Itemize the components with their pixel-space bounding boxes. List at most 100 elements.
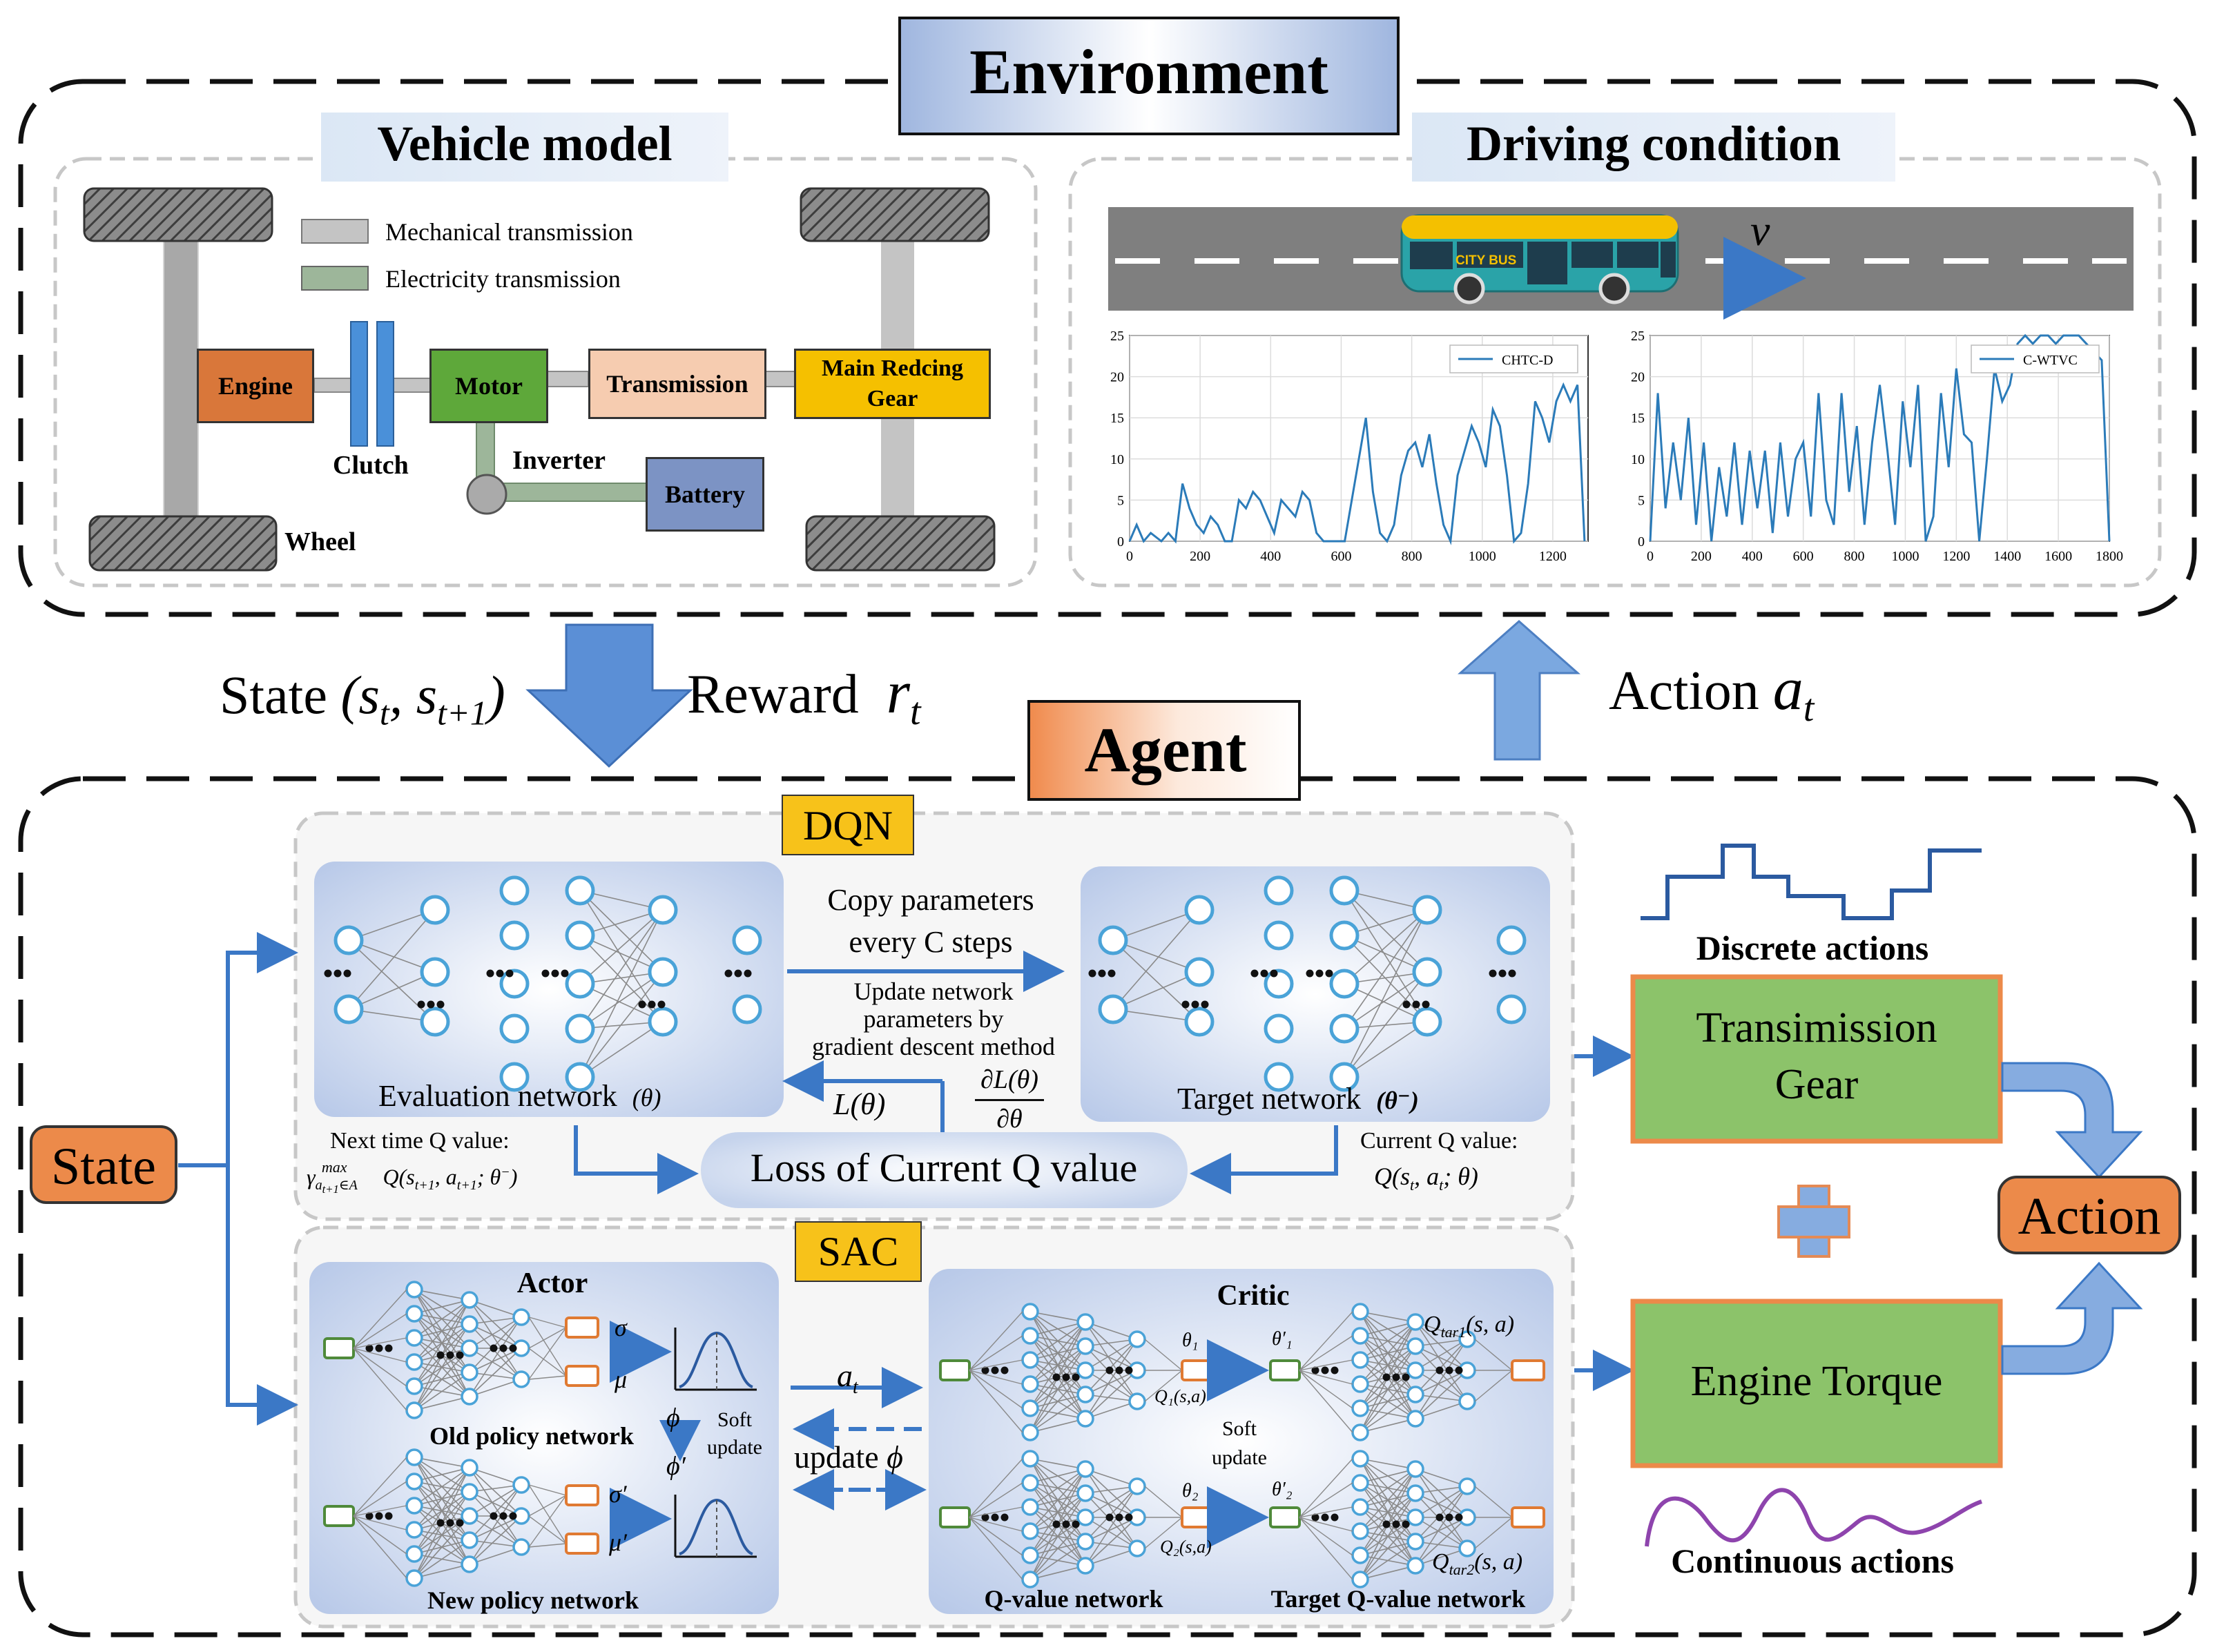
net-edge (1415, 1468, 1468, 1549)
net-node (1021, 1327, 1039, 1345)
soft-update-actor-2: update (707, 1436, 762, 1459)
net-edge (1415, 1493, 1468, 1518)
net-edge (528, 1495, 567, 1517)
net-edge (969, 1370, 1023, 1409)
net-edge (353, 1289, 407, 1349)
ellipsis-dot (1392, 1373, 1400, 1381)
update-line1: Update network (853, 978, 1014, 1005)
net-node (1076, 1337, 1094, 1355)
net-node (1351, 1351, 1369, 1369)
x-tick-label: 0 (1126, 549, 1133, 564)
net-edge (1474, 1517, 1513, 1549)
net-node (499, 920, 530, 951)
wheel-icon (88, 515, 278, 572)
agent-title-box (1027, 700, 1301, 801)
vehicle-model-title: Vehicle model (377, 116, 673, 171)
x-tick-label: 600 (1331, 549, 1351, 564)
net-edge (1360, 1321, 1416, 1409)
net-edge (969, 1506, 1023, 1518)
net-edge (1299, 1311, 1353, 1371)
net-node (1329, 1062, 1360, 1092)
net-edge (469, 1299, 522, 1349)
net-edge (1112, 909, 1200, 941)
ellipsis-dot (456, 1519, 464, 1527)
ellipsis-dot (1435, 1513, 1444, 1522)
sac-network-nodes (323, 1281, 1545, 1588)
net-node (1098, 925, 1128, 955)
net-node (1406, 1361, 1424, 1379)
x-tick-label: 400 (1260, 549, 1281, 564)
net-edge (414, 1467, 470, 1506)
current-q-label: Current Q value: (1360, 1128, 1518, 1154)
reward-flow-label: Reward rt (687, 659, 921, 733)
ellipsis-dot (365, 1512, 374, 1520)
action-box (1998, 1176, 2181, 1254)
net-edge (1085, 1370, 1138, 1395)
net-edge (1029, 1468, 1086, 1556)
ellipsis-dot (724, 969, 733, 978)
net-node (405, 1329, 423, 1347)
target-network-label: Target network (θ⁻) (1177, 1082, 1419, 1116)
ellipsis-dot (365, 1344, 374, 1352)
series-line (1649, 333, 2111, 542)
net-node (732, 994, 762, 1024)
net-edge (469, 1515, 522, 1565)
net-edge (469, 1484, 522, 1541)
net-edge (469, 1299, 522, 1380)
soft-update-critic-1: Soft (1221, 1417, 1257, 1440)
ellipsis-dot (1498, 969, 1507, 978)
ellipsis-dot (1489, 969, 1497, 978)
net-edge (528, 1327, 567, 1349)
net-node (499, 969, 530, 999)
net-edge (1360, 1468, 1416, 1508)
grad-fraction-bar (975, 1099, 1044, 1101)
net-node (1076, 1484, 1094, 1502)
net-node (1076, 1533, 1094, 1551)
net-edge (969, 1311, 1023, 1371)
net-node (1184, 1007, 1215, 1037)
ellipsis-dot (486, 969, 494, 978)
output-node (565, 1365, 599, 1387)
ellipsis-dot (1325, 969, 1333, 978)
ellipsis-dot (991, 1513, 999, 1522)
net-node (565, 875, 595, 906)
net-node (1128, 1477, 1146, 1495)
net-edge (1474, 1370, 1513, 1402)
output-node (565, 1484, 599, 1506)
net-edge (414, 1372, 470, 1411)
loss-box-label: Loss of Current Q value (750, 1145, 1138, 1190)
current-q-expr: Q(st, at; θ) (1374, 1163, 1478, 1194)
electricity-legend-swatch (301, 266, 369, 291)
wheel-icon (83, 187, 273, 242)
net-edge (414, 1491, 470, 1579)
environment-title-box (898, 17, 1400, 135)
net-node (1128, 1392, 1146, 1410)
sigma-label: σ (615, 1314, 627, 1341)
x-tick-label: 200 (1190, 549, 1210, 564)
mechanical-legend-swatch (301, 219, 369, 244)
ellipsis-dot (1105, 1366, 1114, 1374)
net-edge (1360, 1541, 1416, 1580)
ellipsis-dot (1382, 1520, 1391, 1528)
net-edge (1415, 1493, 1468, 1549)
ellipsis-dot (333, 969, 342, 978)
plus-icon (1777, 1185, 1850, 1258)
net-node (1406, 1557, 1424, 1575)
update-line2: parameters by (863, 1005, 1004, 1033)
net-edge (1029, 1493, 1086, 1580)
ellipsis-dot (1455, 1366, 1463, 1374)
net-node (461, 1507, 478, 1525)
net-edge (528, 1484, 567, 1496)
net-edge (969, 1517, 1023, 1556)
net-edge (1029, 1345, 1086, 1433)
net-edge (469, 1316, 522, 1397)
net-edge (353, 1348, 407, 1411)
engine-box: Engine (197, 349, 314, 423)
ellipsis-dot (490, 1512, 498, 1520)
ellipsis-dot (324, 969, 332, 978)
y-tick-label: 15 (1110, 411, 1124, 426)
net-node (405, 1305, 423, 1323)
net-edge (528, 1327, 567, 1380)
ellipsis-dot (436, 1351, 445, 1359)
ellipsis-dot (1311, 1513, 1319, 1522)
